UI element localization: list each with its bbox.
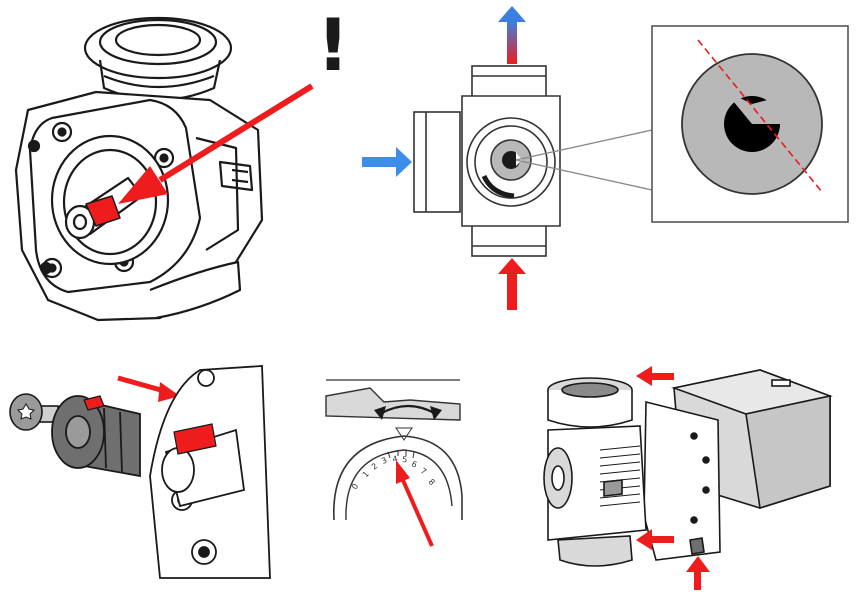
valve-2d-panel	[413, 65, 561, 257]
zoom-leader	[515, 129, 653, 191]
svg-text:4: 4	[392, 454, 399, 464]
valve-shaft	[64, 176, 144, 240]
zoom-detail	[651, 25, 849, 223]
svg-text:7: 7	[419, 466, 428, 476]
exclamation-icon: !	[317, 3, 350, 87]
svg-text:0: 0	[350, 482, 360, 491]
arrow-icon	[636, 366, 674, 386]
arrow-icon	[636, 529, 674, 550]
position-arc	[481, 174, 515, 199]
svg-text:!: !	[317, 3, 350, 87]
svg-text:3: 3	[380, 456, 388, 466]
scale-panel: 0 1 2 3 4 5 6 7 8	[325, 379, 463, 547]
arrow-icon	[118, 83, 314, 204]
valve-3d-panel	[14, 16, 264, 322]
knob-removal-panel	[9, 365, 271, 579]
inlet-bottom-arrow	[498, 258, 526, 310]
inlet-blue-arrow	[362, 147, 412, 177]
rotate-double-arrow-icon	[379, 404, 437, 415]
outlet-top-arrow	[498, 6, 526, 64]
arrow-icon	[396, 460, 434, 547]
arrow-icon	[686, 556, 710, 590]
bottom-pipe	[149, 260, 242, 320]
knob-icon	[51, 395, 141, 478]
arrow-icon	[117, 375, 180, 402]
svg-text:5: 5	[402, 455, 408, 464]
scale-ticks: 0 1 2 3 4 5 6 7 8	[350, 450, 437, 491]
actuator-panel	[543, 369, 833, 567]
svg-text:1: 1	[361, 470, 371, 480]
svg-text:6: 6	[410, 459, 418, 469]
torx-screw-icon	[9, 393, 59, 431]
actuator-housing	[149, 365, 271, 579]
plate-bosses	[27, 121, 175, 279]
top-flange	[83, 16, 233, 102]
svg-text:8: 8	[427, 477, 437, 487]
svg-text:2: 2	[370, 461, 379, 471]
